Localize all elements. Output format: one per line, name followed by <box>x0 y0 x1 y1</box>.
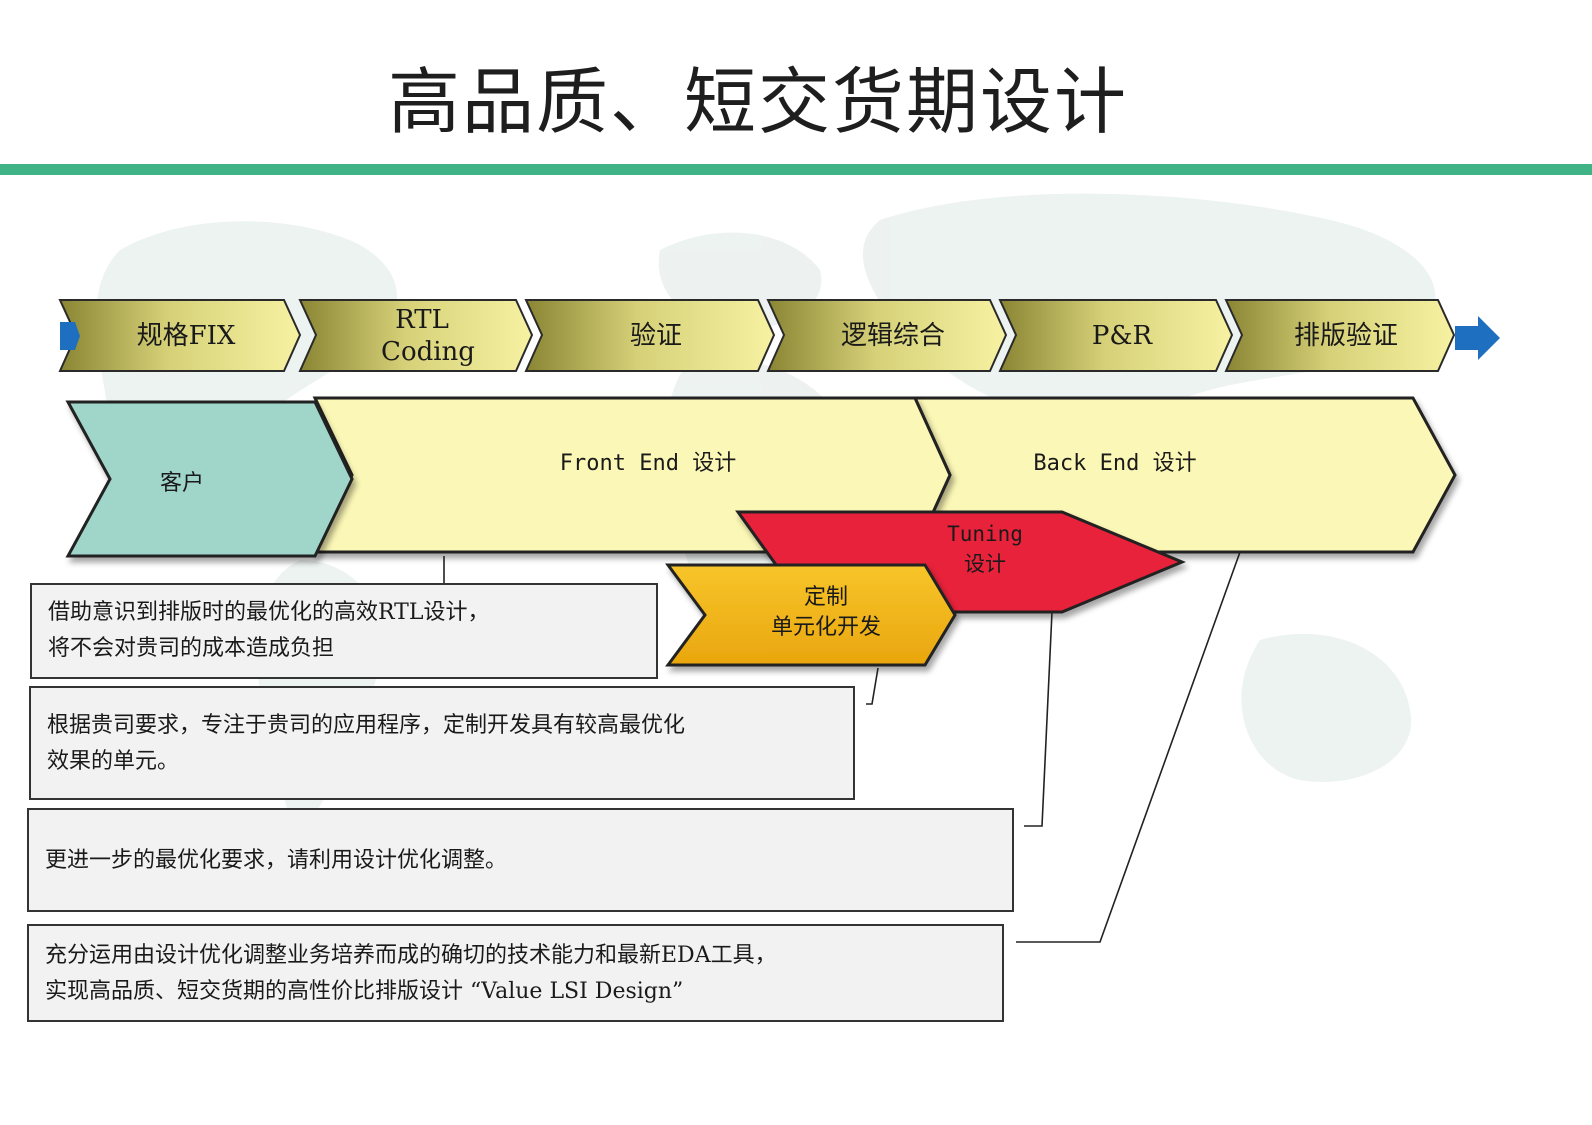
process-step-2 <box>298 299 534 372</box>
connector-lines <box>443 551 1241 943</box>
note-value-lsi: 充分运用由设计优化调整业务培养而成的确切的技术能力和最新EDA工具， 实现高品质… <box>27 924 1004 1022</box>
process-step-label: 排版验证 <box>1294 321 1398 351</box>
page-title: 高品质、短交货期设计 <box>388 60 1129 144</box>
note-tuning: 更进一步的最优化要求，请利用设计优化调整。 <box>27 808 1014 912</box>
process-step-label: P&R <box>1092 321 1154 351</box>
process-step-6 <box>1224 299 1456 372</box>
note-rtl-design: 借助意识到排版时的最优化的高效RTL设计， 将不会对贵司的成本造成负担 <box>30 583 658 679</box>
process-step-label: 规格FIX <box>137 321 236 351</box>
customer-label: 客户 <box>160 471 204 496</box>
flow-start-arrow <box>60 322 80 350</box>
note-custom-cell: 根据贵司要求，专注于贵司的应用程序，定制开发具有较高最优化 效果的单元。 <box>29 686 855 800</box>
process-step-5 <box>998 299 1234 372</box>
process-step-label: 验证 <box>630 321 682 351</box>
flow-end-arrow <box>1455 316 1500 360</box>
process-step-4 <box>766 299 1008 372</box>
custom-cell-label: 定制单元化开发 <box>771 585 881 640</box>
process-step-label: 逻辑综合 <box>841 321 945 351</box>
process-step-3 <box>524 299 776 372</box>
back-end-label: Back End 设计 <box>1033 451 1196 476</box>
title-divider <box>0 164 1592 175</box>
custom-cell-arrow <box>665 563 957 667</box>
customer-phase-arrow <box>65 400 354 558</box>
front-end-label: Front End 设计 <box>560 451 736 476</box>
